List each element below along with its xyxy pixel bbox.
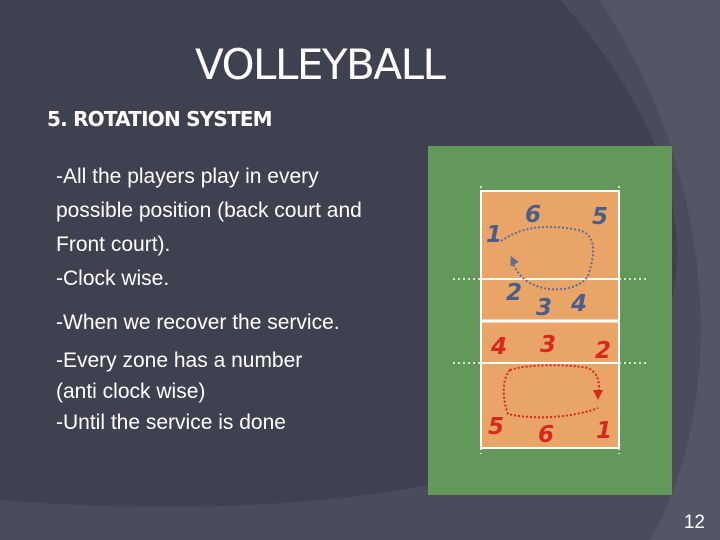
zone-number: 1 (596, 418, 612, 444)
rotation-path-bottom (502, 364, 600, 419)
zone-number: 5 (592, 204, 608, 230)
text-block-recover-service: -When we recover the service. (56, 306, 426, 340)
zone-number: 4 (570, 291, 587, 317)
zone-number: 2 (506, 280, 522, 306)
text-line: (anti clock wise) (56, 380, 206, 403)
text-line: -Until the service is done (56, 411, 286, 434)
court-svg: 1 6 5 2 3 4 4 3 2 5 6 1 (428, 146, 672, 495)
rotation-path-top (500, 225, 595, 291)
court-diagram: 1 6 5 2 3 4 4 3 2 5 6 1 (428, 146, 672, 495)
text-line: -Clock wise. (56, 267, 170, 290)
arrow-head-top-icon (510, 256, 519, 267)
zone-numbers-top: 1 6 5 2 3 4 (486, 202, 608, 321)
text-line: -All the players play in every (56, 165, 319, 188)
page-number: 12 (683, 512, 705, 533)
court-lines (480, 190, 620, 449)
zone-number: 4 (490, 334, 507, 360)
text-line: possible position (back court and (56, 199, 362, 222)
zone-number: 3 (540, 332, 556, 358)
zone-numbers-bottom: 4 3 2 5 6 1 (488, 332, 612, 448)
court-dotted-lines (453, 186, 647, 454)
text-block-rotation-rules: -All the players play in every possible … (56, 160, 426, 296)
zone-number: 5 (488, 414, 504, 440)
arrow-head-bottom-icon (593, 390, 603, 400)
slide-subtitle: 5. ROTATION SYSTEM (47, 107, 273, 131)
text-line: Front court). (56, 233, 171, 256)
text-line: -When we recover the service. (56, 311, 340, 334)
zone-number: 2 (595, 338, 611, 364)
text-block-zone-numbers: -Every zone has a number (anti clock wis… (56, 345, 426, 438)
zone-number: 6 (525, 202, 541, 228)
slide-title: VOLLEYBALL (195, 40, 446, 89)
zone-number: 3 (536, 295, 552, 321)
zone-number: 6 (538, 422, 554, 448)
zone-number: 1 (486, 222, 502, 248)
text-line: -Every zone has a number (56, 349, 303, 372)
